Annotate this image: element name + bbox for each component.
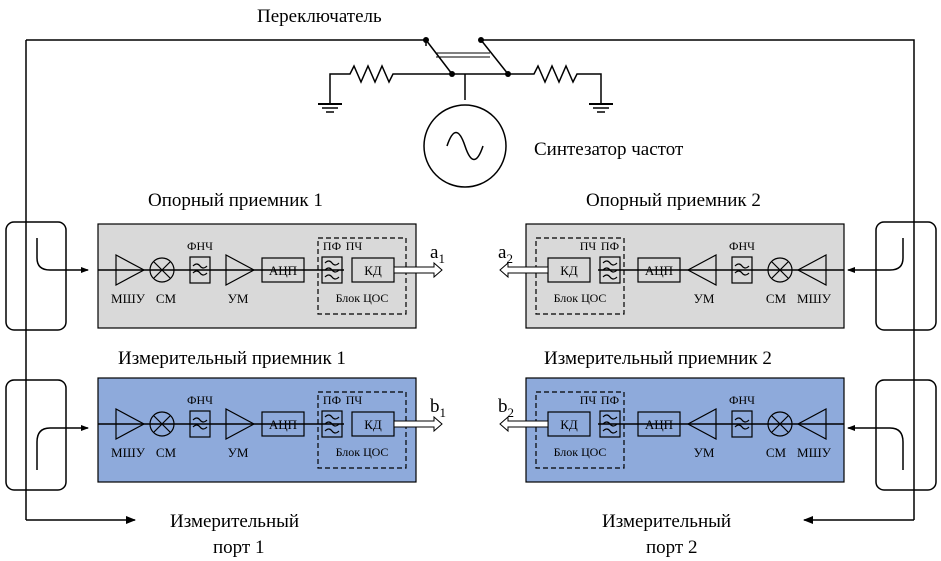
mixer-icon	[767, 257, 793, 283]
adc-box	[261, 411, 305, 437]
lna-label: МШУ	[111, 445, 146, 460]
coupler-right-top-icon	[847, 221, 937, 331]
mixer-label: СМ	[156, 291, 177, 306]
output-arrow-icon	[499, 415, 549, 433]
if-label: ПЧ	[580, 239, 597, 253]
dsp-block	[535, 237, 625, 315]
port-1-label-line1: Измерительный	[170, 511, 299, 532]
dsp-label: Блок ЦОС	[336, 445, 389, 459]
resistor-left-icon	[318, 64, 452, 113]
dsp-block	[535, 391, 625, 469]
amplifier-icon	[686, 253, 717, 287]
amp-label: УМ	[228, 445, 249, 460]
adc-label: АЦП	[645, 417, 673, 432]
switch	[423, 37, 511, 100]
bpf-label: ПФ	[323, 239, 341, 253]
dsp-label: Блок ЦОС	[554, 291, 607, 305]
receiver-panel-meas2: МШУ СМ ФНЧ УМ АЦП ПФ ПЧ Блок ЦОС КД b2	[498, 377, 845, 483]
amplifier-icon	[225, 407, 256, 441]
bandpass-filter-icon	[599, 410, 621, 438]
lpf-label: ФНЧ	[729, 239, 755, 253]
output-label-b2: b2	[498, 396, 514, 420]
mixer-label: СМ	[766, 291, 787, 306]
lna-label: МШУ	[797, 445, 832, 460]
amp-label: УМ	[228, 291, 249, 306]
bandpass-filter-icon	[321, 256, 343, 284]
lowpass-filter-icon	[189, 256, 211, 284]
port-2-label-line1: Измерительный	[602, 511, 731, 532]
receiver-panel-ref1: МШУ СМ ФНЧ УМ АЦП ПФ ПЧ Блок ЦОС КД a1	[97, 223, 445, 329]
lpf-label: ФНЧ	[187, 393, 213, 407]
if-label: ПЧ	[346, 239, 363, 253]
lna-label: МШУ	[797, 291, 832, 306]
bpf-label: ПФ	[601, 239, 619, 253]
meas-receiver-2-title: Измерительный приемник 2	[544, 348, 772, 369]
synthesizer-label: Синтезатор частот	[534, 139, 684, 160]
output-label-a1: a1	[430, 242, 445, 266]
adc-box	[637, 257, 681, 283]
mixer-icon	[767, 411, 793, 437]
output-label-b1: b1	[430, 396, 446, 420]
dsp-label: Блок ЦОС	[554, 445, 607, 459]
output-arrow-icon	[499, 261, 549, 279]
amp-label: УМ	[694, 445, 715, 460]
coupler-right-bottom-icon	[847, 379, 937, 491]
receiver-panel-ref2: МШУ СМ ФНЧ УМ АЦП ПФ ПЧ Блок ЦОС КД a2	[498, 223, 845, 329]
kd-label: КД	[560, 417, 578, 432]
mixer-icon	[149, 257, 175, 283]
meas-receiver-1-title: Измерительный приемник 1	[118, 348, 346, 369]
amplifier-icon	[225, 253, 256, 287]
output-arrow-icon	[393, 415, 443, 433]
bpf-label: ПФ	[323, 393, 341, 407]
ref-receiver-1-title: Опорный приемник 1	[148, 190, 323, 211]
output-arrow-icon	[393, 261, 443, 279]
resistor-right-icon	[508, 64, 613, 113]
amplifier-icon	[686, 407, 717, 441]
switch-label: Переключатель	[257, 6, 382, 27]
lowpass-filter-icon	[189, 410, 211, 438]
synthesizer-icon	[423, 104, 507, 188]
mixer-label: СМ	[156, 445, 177, 460]
lna-amplifier-icon	[115, 253, 146, 287]
coupler-left-bottom-icon	[5, 379, 89, 491]
bandpass-filter-icon	[321, 410, 343, 438]
kd-label: КД	[364, 263, 382, 278]
lpf-label: ФНЧ	[729, 393, 755, 407]
mixer-label: СМ	[766, 445, 787, 460]
mixer-icon	[149, 411, 175, 437]
ref-receiver-2-title: Опорный приемник 2	[586, 190, 761, 211]
receiver-panel-meas1: МШУ СМ ФНЧ УМ АЦП ПФ ПЧ Блок ЦОС КД b1	[97, 377, 446, 483]
dsp-block	[317, 391, 407, 469]
adc-box	[261, 257, 305, 283]
amp-label: УМ	[694, 291, 715, 306]
lna-label: МШУ	[111, 291, 146, 306]
port-1-label-line2: порт 1	[213, 537, 264, 558]
lna-amplifier-icon	[796, 253, 827, 287]
dsp-label: Блок ЦОС	[336, 291, 389, 305]
lowpass-filter-icon	[731, 410, 753, 438]
bpf-label: ПФ	[601, 393, 619, 407]
output-label-a2: a2	[498, 242, 513, 266]
port-2-label-line2: порт 2	[646, 537, 697, 558]
adc-label: АЦП	[269, 417, 297, 432]
lna-amplifier-icon	[115, 407, 146, 441]
bandpass-filter-icon	[599, 256, 621, 284]
if-label: ПЧ	[346, 393, 363, 407]
dsp-block	[317, 237, 407, 315]
adc-label: АЦП	[269, 263, 297, 278]
adc-box	[637, 411, 681, 437]
if-label: ПЧ	[580, 393, 597, 407]
adc-label: АЦП	[645, 263, 673, 278]
lna-amplifier-icon	[796, 407, 827, 441]
lpf-label: ФНЧ	[187, 239, 213, 253]
kd-label: КД	[560, 263, 578, 278]
kd-label: КД	[364, 417, 382, 432]
coupler-left-top-icon	[5, 221, 89, 331]
lowpass-filter-icon	[731, 256, 753, 284]
